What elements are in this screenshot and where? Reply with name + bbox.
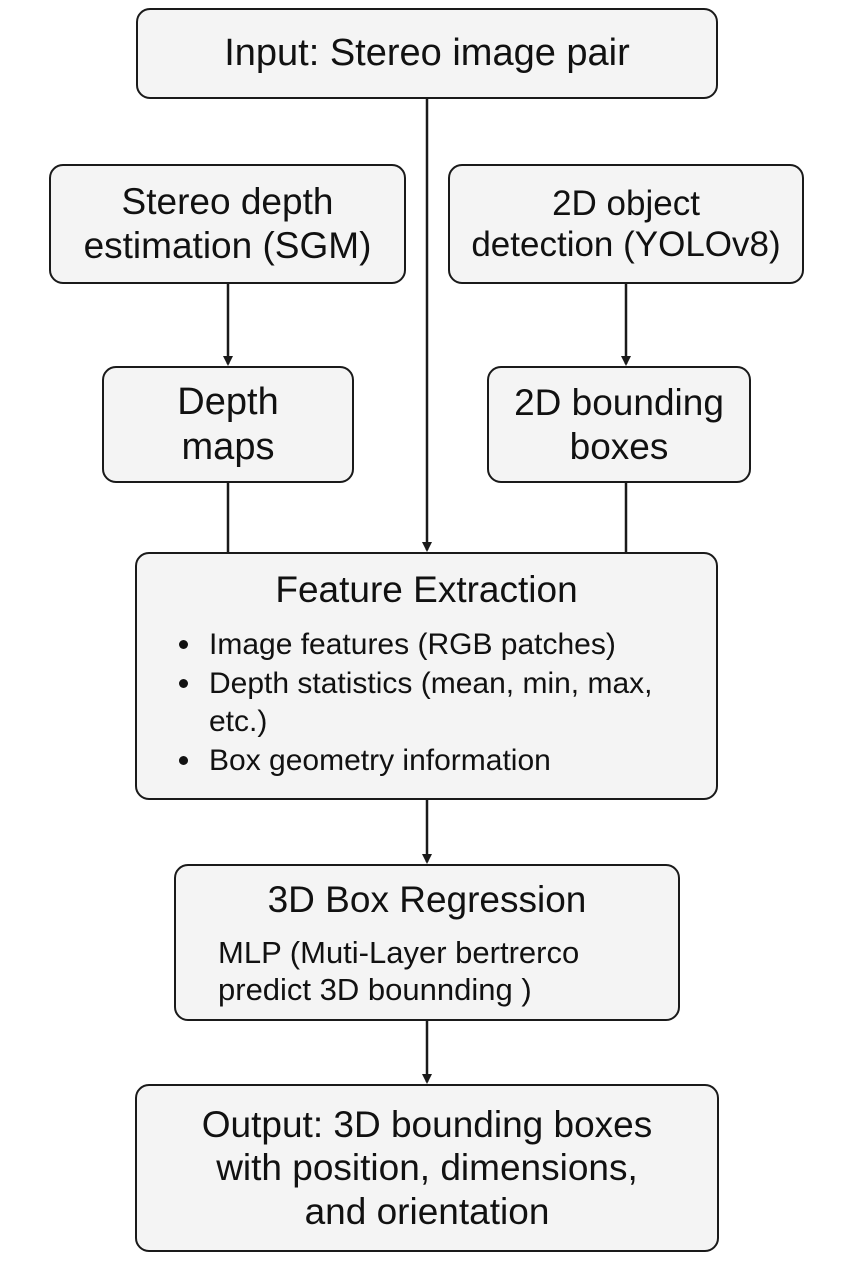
bullet-icon bbox=[179, 639, 188, 649]
node-output-line-2: with position, dimensions, bbox=[216, 1147, 638, 1189]
node-input: Input: Stereo image pair bbox=[136, 8, 718, 99]
feature-item-text: Depth statistics (mean, min, max, bbox=[209, 667, 653, 701]
node-detection-line-2: detection (YOLOv8) bbox=[471, 225, 781, 264]
feature-item-text: Box geometry information bbox=[209, 744, 551, 778]
node-output-line-1: Output: 3D bounding boxes bbox=[201, 1103, 653, 1145]
feature-extraction-title: Feature Extraction bbox=[275, 569, 578, 610]
node-3d-box-regression: 3D Box Regression MLP (Muti-Layer bertre… bbox=[174, 864, 680, 1021]
bullet-icon bbox=[179, 679, 188, 689]
feature-item-image-features: Image features (RGB patches) bbox=[177, 626, 696, 664]
feature-item-text-continued: etc.) bbox=[209, 704, 268, 738]
node-2d-bounding-boxes: 2D bounding boxes bbox=[487, 366, 751, 483]
node-depth-maps-line-2: maps bbox=[181, 425, 275, 468]
box-regression-description: MLP (Muti-Layer bertrerco predict 3D bou… bbox=[218, 934, 658, 1010]
feature-item-box-geometry: Box geometry information bbox=[177, 742, 696, 780]
node-2d-boxes-line-2: boxes bbox=[569, 425, 669, 467]
node-depth-maps-line-1: Depth bbox=[177, 380, 279, 423]
feature-item-depth-statistics: Depth statistics (mean, min, max, etc.) bbox=[177, 665, 696, 740]
box-regression-title: 3D Box Regression bbox=[267, 879, 587, 920]
node-output-line-3: and orientation bbox=[304, 1190, 550, 1232]
node-feature-extraction: Feature Extraction Image features (RGB p… bbox=[135, 552, 718, 800]
box-regression-line-1: MLP (Muti-Layer bertrerco bbox=[218, 934, 580, 970]
node-stereo-depth-line-2: estimation (SGM) bbox=[83, 225, 372, 266]
node-input-text: Input: Stereo image pair bbox=[224, 32, 630, 75]
bullet-icon bbox=[179, 756, 188, 766]
feature-list: Image features (RGB patches) Depth stati… bbox=[177, 626, 696, 782]
node-detection-line-1: 2D object bbox=[552, 183, 700, 223]
box-regression-line-2: predict 3D bounnding ) bbox=[218, 972, 532, 1008]
feature-item-text: Image features (RGB patches) bbox=[209, 627, 616, 661]
node-output: Output: 3D bounding boxes with position,… bbox=[135, 1084, 719, 1252]
node-stereo-depth-estimation: Stereo depth estimation (SGM) bbox=[49, 164, 406, 284]
node-depth-maps: Depth maps bbox=[102, 366, 354, 483]
node-2d-boxes-line-1: 2D bounding bbox=[514, 381, 724, 423]
node-2d-object-detection: 2D object detection (YOLOv8) bbox=[448, 164, 804, 284]
node-stereo-depth-line-1: Stereo depth bbox=[121, 181, 334, 223]
